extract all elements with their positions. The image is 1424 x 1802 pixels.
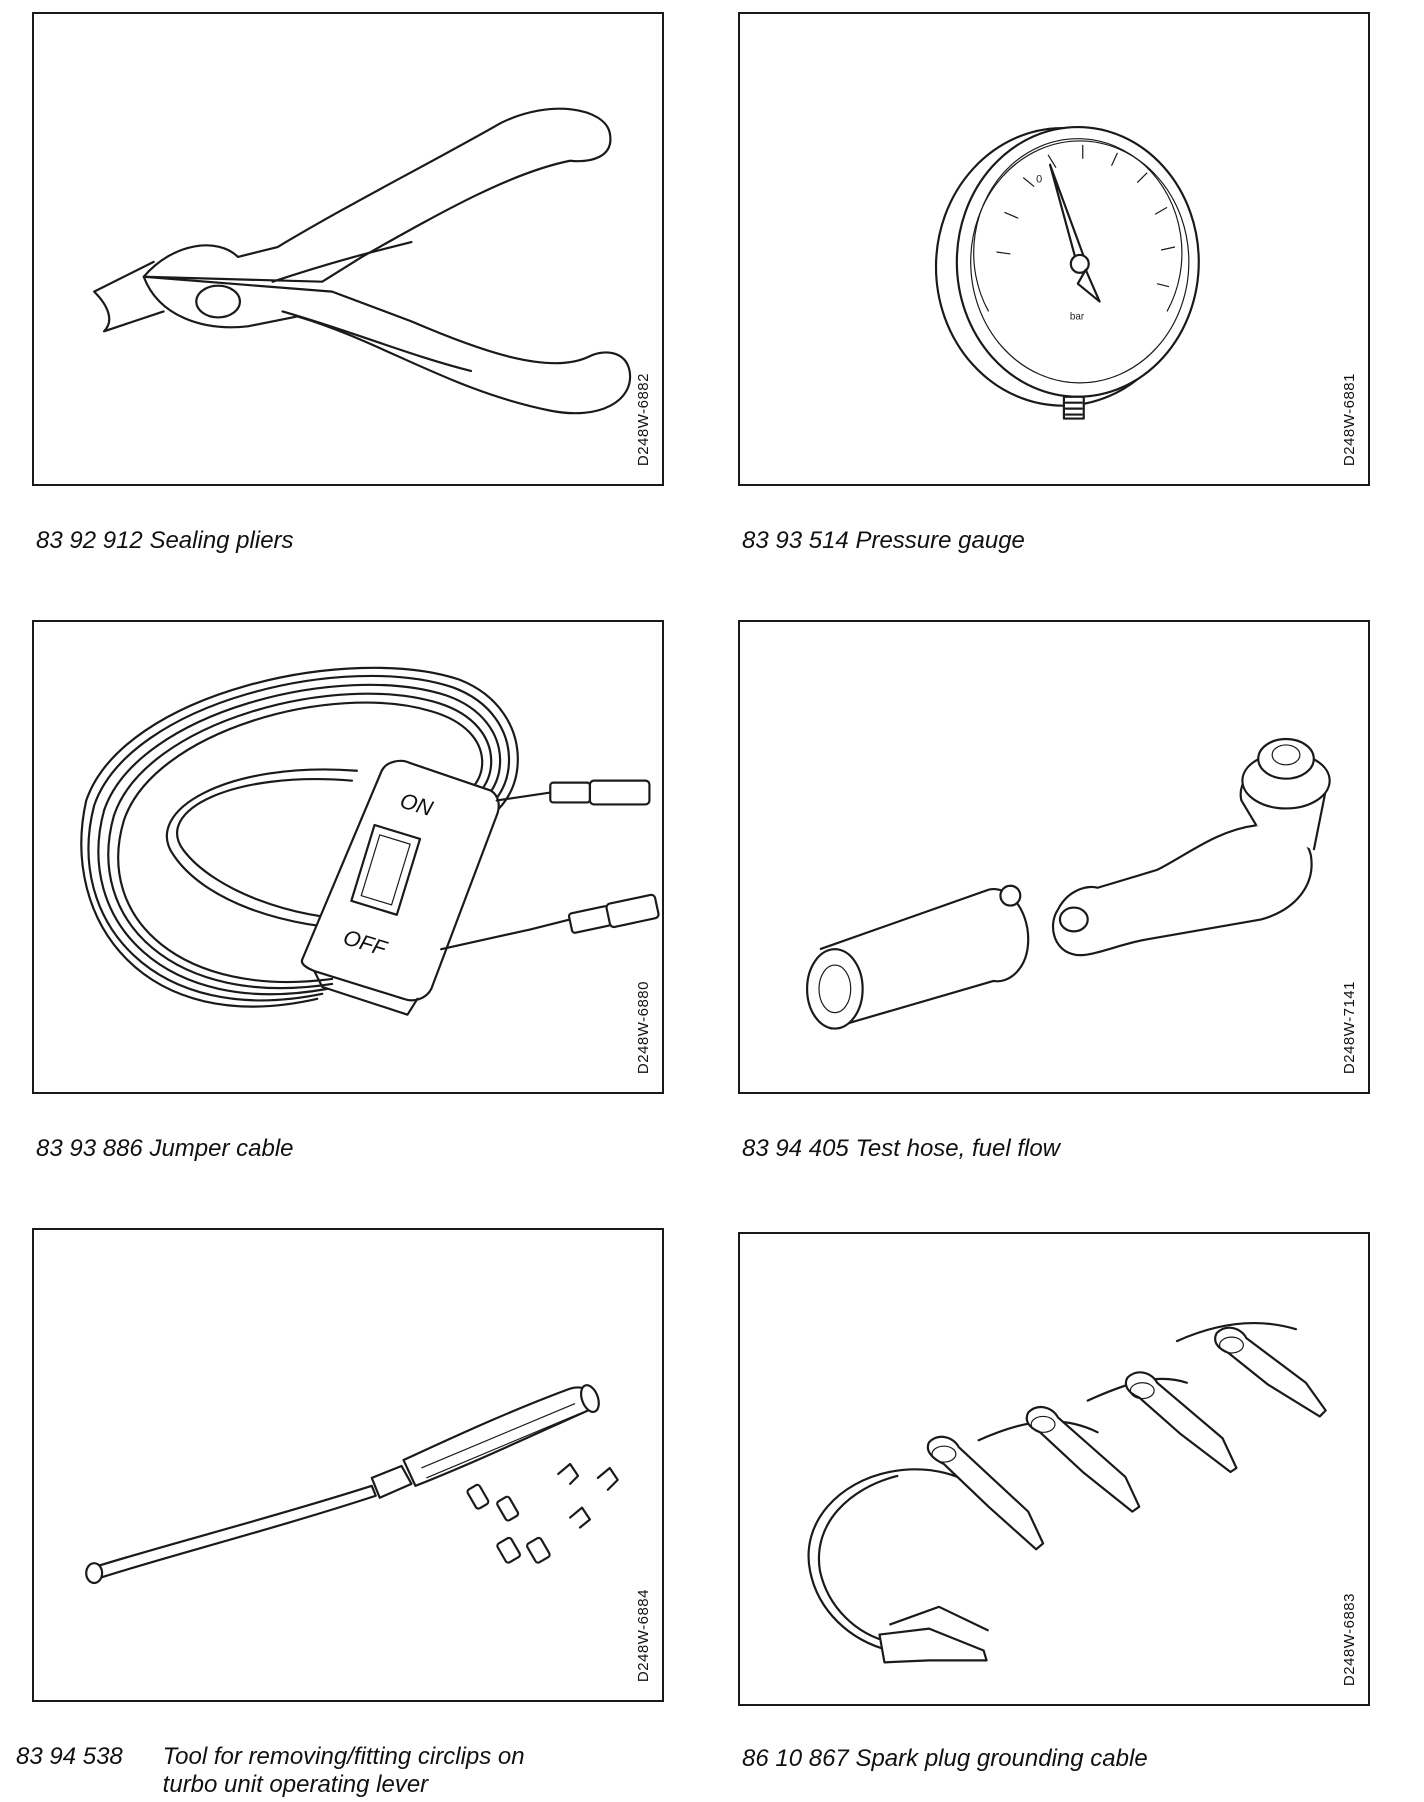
tool-caption-circlip-tool: 83 94 538 Tool for removing/fitting circ… [16,1743,525,1799]
tool-caption-jumper-cable: 83 93 886 Jumper cable [36,1135,294,1163]
part-number: 83 94 538 [16,1743,123,1770]
tool-description-line-1: Tool for removing/fitting circlips on [162,1743,525,1770]
tool-description: Spark plug grounding cable [855,1745,1148,1772]
tool-description: Jumper cable [149,1135,294,1162]
figure-code: D248W-6880 [635,980,652,1074]
circlip-tool-icon [85,1384,619,1585]
part-number: 86 10 867 [742,1745,849,1772]
figure-panel-grounding-cable: D248W-6883 [738,1232,1370,1706]
pliers-icon [93,107,632,415]
figure-panel-test-hose: D248W-7141 [738,620,1370,1094]
figure-panel-sealing-pliers: D248W-6882 [32,12,664,486]
test-hose-icon [806,737,1331,1030]
tool-description: Sealing pliers [149,527,294,554]
tool-caption-test-hose: 83 94 405 Test hose, fuel flow [742,1135,1060,1163]
figure-code: D248W-6882 [635,372,652,466]
gauge-unit-label: bar [1070,311,1085,322]
tool-description: Test hose, fuel flow [855,1135,1061,1162]
tool-caption-grounding-cable: 86 10 867 Spark plug grounding cable [742,1745,1148,1773]
figure-panel-jumper-cable: ON OFF D248W-6880 [32,620,664,1094]
pressure-gauge-icon: 0 bar [934,125,1200,420]
figure-code: D248W-6884 [635,1588,652,1682]
figure-panel-pressure-gauge: 0 bar D248W-6881 [738,12,1370,486]
tool-description: Tool for removing/fitting circlips on tu… [163,1743,525,1799]
part-number: 83 93 886 [36,1135,143,1162]
tool-caption-sealing-pliers: 83 92 912 Sealing pliers [36,527,294,555]
figure-panel-circlip-tool: D248W-6884 [32,1228,664,1702]
gauge-zero-label: 0 [1036,174,1042,186]
grounding-cable-icon [807,1321,1327,1664]
part-number: 83 94 405 [742,1135,849,1162]
part-number: 83 93 514 [742,527,849,554]
jumper-cable-icon: ON OFF [80,666,660,1016]
tool-caption-pressure-gauge: 83 93 514 Pressure gauge [742,527,1025,555]
figure-code: D248W-6881 [1341,372,1358,466]
figure-code: D248W-6883 [1341,1592,1358,1686]
tool-description: Pressure gauge [855,527,1025,554]
part-number: 83 92 912 [36,527,143,554]
tool-description-line-2: turbo unit operating lever [162,1771,429,1798]
figure-code: D248W-7141 [1341,980,1358,1074]
